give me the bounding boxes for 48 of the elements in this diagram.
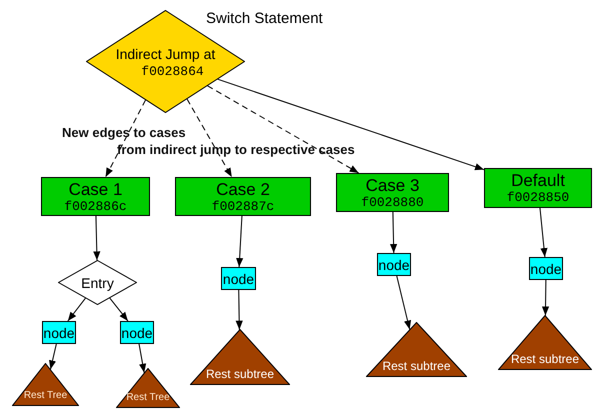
case-box <box>336 173 449 212</box>
address-label: f0028850 <box>506 191 570 205</box>
address-label: f0028864 <box>141 64 204 80</box>
case-box <box>41 177 150 216</box>
arrow <box>236 290 243 330</box>
node-label: Case 2 <box>216 180 270 200</box>
arrow <box>109 298 128 322</box>
case-box <box>484 168 592 208</box>
node-box <box>221 267 256 290</box>
case-box <box>175 177 311 216</box>
node-label: Case 1 <box>68 180 122 200</box>
arrow <box>540 208 548 258</box>
node-box <box>120 321 154 344</box>
arrow <box>105 100 146 178</box>
arrow <box>67 298 86 322</box>
arrow <box>236 216 244 268</box>
arrow <box>49 344 57 370</box>
address-label: f002886c <box>64 200 127 214</box>
node-label: Rest Tree <box>24 390 68 402</box>
node-label: Rest subtree <box>206 367 274 381</box>
arrow <box>186 98 232 178</box>
diagram-title: Switch Statement <box>206 10 323 28</box>
node-label: Default <box>511 171 565 191</box>
arrow <box>138 344 146 374</box>
node-label: node <box>222 270 254 286</box>
node-label: Rest subtree <box>382 359 451 373</box>
address-label: f0028880 <box>361 196 424 210</box>
node-label: Indirect Jump at <box>116 44 216 64</box>
node-label: node <box>530 260 562 276</box>
arrow <box>542 280 550 316</box>
node-label: node <box>121 324 153 340</box>
annotation-text: from indirect jump to respective cases <box>117 142 355 157</box>
node-label: Rest subtree <box>510 352 580 366</box>
arrow <box>207 85 360 174</box>
node-label: Case 3 <box>366 176 420 196</box>
arrow <box>217 78 484 170</box>
node-label: node <box>43 324 75 340</box>
node-box <box>42 321 76 344</box>
node-box <box>377 253 411 276</box>
node-label: node <box>378 256 410 272</box>
arrow <box>390 212 398 254</box>
address-label: f002887c <box>212 200 274 214</box>
node-label: Rest Tree <box>126 392 170 404</box>
node-label: Entry <box>81 274 114 290</box>
node-box <box>529 257 563 280</box>
annotation-text: New edges to cases <box>62 125 186 140</box>
arrow <box>93 216 100 261</box>
arrow <box>396 276 412 330</box>
